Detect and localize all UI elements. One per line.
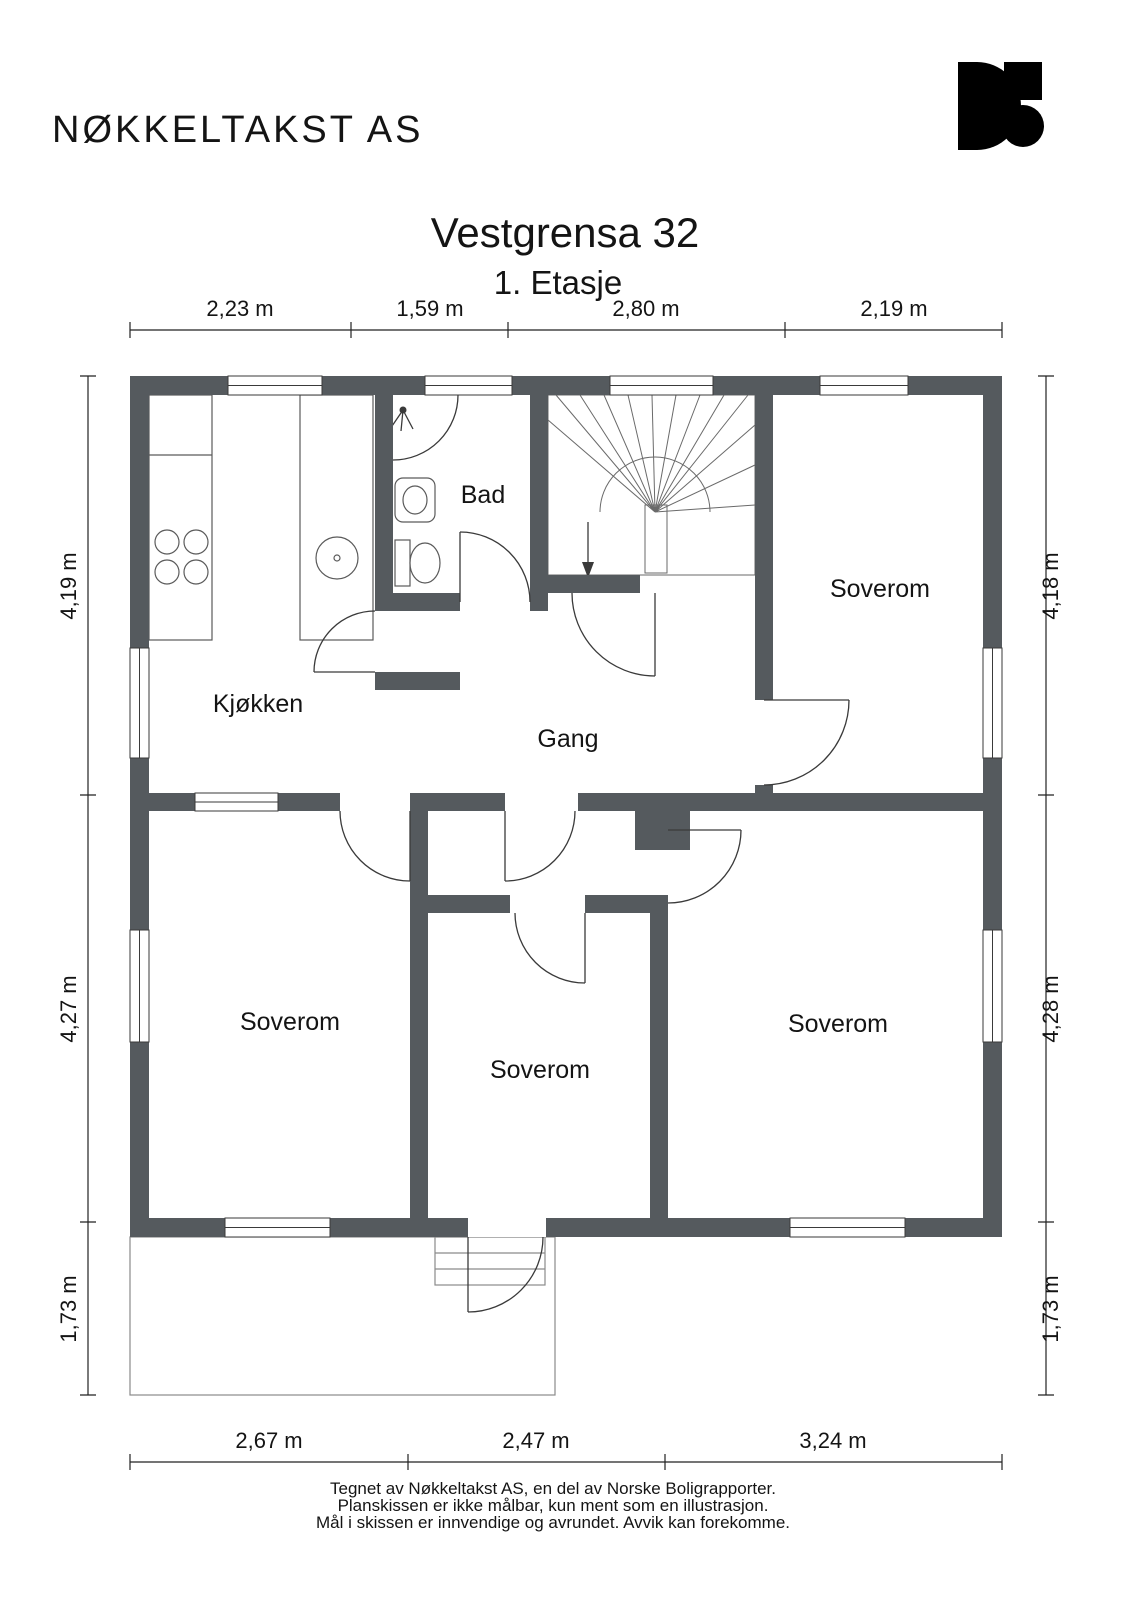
room-label-kjokken: Kjøkken xyxy=(213,690,303,718)
room-label-bad: Bad xyxy=(461,481,505,509)
dimension-line-right: 4,18 m 4,28 m 1,73 m xyxy=(1038,375,1063,1396)
windows xyxy=(129,375,1003,1238)
staircase xyxy=(547,394,756,578)
dimension-line-bottom: 2,67 m 2,47 m 3,24 m xyxy=(129,1428,1003,1470)
window xyxy=(982,929,1003,1043)
dim-label: 4,27 m xyxy=(56,975,81,1042)
room-label-soverom-se: Soverom xyxy=(788,1010,888,1038)
toilet-icon xyxy=(394,539,441,587)
footer-line-3: Mål i skissen er innvendige og avrundet.… xyxy=(316,1513,790,1532)
dim-label: 1,73 m xyxy=(1038,1275,1063,1342)
dimension-line-top: 2,23 m 1,59 m 2,80 m 2,19 m xyxy=(129,296,1003,338)
stove-icon xyxy=(154,529,209,585)
page-subtitle: 1. Etasje xyxy=(494,264,622,301)
terrace-outline xyxy=(129,1236,556,1396)
room-label-soverom-sw: Soverom xyxy=(240,1008,340,1036)
page-title: Vestgrensa 32 xyxy=(431,209,700,256)
window xyxy=(424,375,513,396)
dim-label: 2,47 m xyxy=(502,1428,569,1453)
exterior-door-gap xyxy=(468,1218,546,1237)
dim-label: 4,19 m xyxy=(56,552,81,619)
dim-label: 1,73 m xyxy=(56,1275,81,1342)
room-label-gang: Gang xyxy=(537,725,598,753)
door-arc xyxy=(571,592,656,677)
kitchen-counter xyxy=(148,394,213,641)
window xyxy=(819,375,909,396)
stair-direction-arrow xyxy=(582,522,594,578)
bathroom-sink-icon xyxy=(394,477,436,523)
dim-label: 4,28 m xyxy=(1038,975,1063,1042)
door-arc xyxy=(763,699,850,786)
company-name: NØKKELTAKST AS xyxy=(52,109,423,151)
room-label-soverom-s: Soverom xyxy=(490,1056,590,1084)
company-logo-icon xyxy=(958,62,1044,150)
dim-label: 1,59 m xyxy=(396,296,463,321)
dim-label: 3,24 m xyxy=(799,1428,866,1453)
walls xyxy=(130,376,1002,1237)
door-arc xyxy=(339,810,411,882)
dim-label: 2,19 m xyxy=(860,296,927,321)
window xyxy=(129,929,150,1043)
room-label-soverom-ne: Soverom xyxy=(830,575,930,603)
door-arc xyxy=(667,829,742,904)
dim-label: 4,18 m xyxy=(1038,552,1063,619)
dim-label: 2,67 m xyxy=(235,1428,302,1453)
interior-window xyxy=(194,792,279,812)
window xyxy=(129,647,150,759)
door-arc xyxy=(313,610,376,673)
shower-icon xyxy=(389,394,459,461)
dim-label: 2,23 m xyxy=(206,296,273,321)
window xyxy=(982,647,1003,759)
dim-label: 2,80 m xyxy=(612,296,679,321)
door-arc xyxy=(459,531,531,603)
footer-line-2: Planskissen er ikke målbar, kun ment som… xyxy=(338,1496,769,1515)
window xyxy=(224,1217,331,1238)
kitchen-island xyxy=(299,394,374,641)
dimension-line-left: 4,19 m 4,27 m 1,73 m xyxy=(56,375,96,1396)
window xyxy=(789,1217,906,1238)
door-arc xyxy=(467,1236,544,1313)
kitchen-sink-icon xyxy=(315,536,359,580)
footer-line-1: Tegnet av Nøkkeltakst AS, en del av Nors… xyxy=(330,1479,776,1498)
doors xyxy=(313,531,850,1313)
window xyxy=(227,375,323,396)
door-arc xyxy=(504,810,576,882)
window xyxy=(609,375,714,396)
door-arc xyxy=(514,912,586,984)
